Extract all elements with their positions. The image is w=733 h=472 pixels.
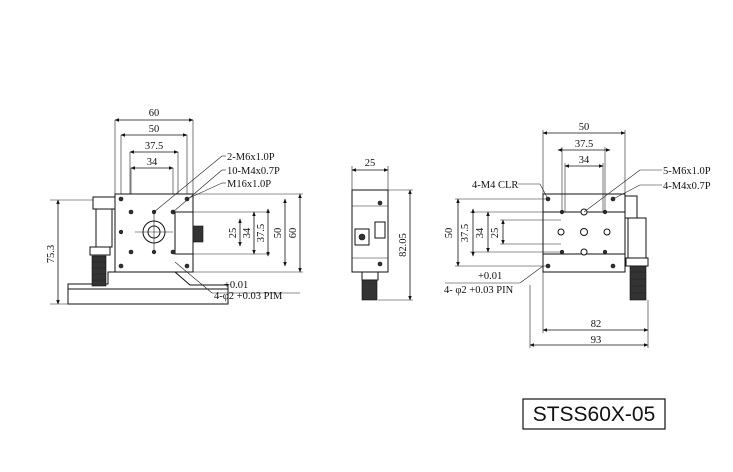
dim-top-37-5: 37.5 bbox=[145, 141, 163, 152]
model-label: STSS60X-05 bbox=[522, 398, 666, 430]
right-micrometer bbox=[629, 265, 647, 301]
callout-m4: 10-M4x0.7P bbox=[227, 166, 280, 177]
pin-callout: 4-φ2 +0.03 PIM bbox=[214, 291, 283, 302]
dim-right-50: 50 bbox=[273, 228, 284, 239]
lock-knob bbox=[192, 225, 204, 243]
right-dim-top-37-5: 37.5 bbox=[575, 139, 593, 150]
right-dim-left-25: 25 bbox=[490, 228, 501, 239]
right-dim-bottom-93: 93 bbox=[591, 335, 602, 346]
side-view: 25 82.05 bbox=[351, 158, 413, 301]
right-pin-callout: 4- φ2 +0.03 PIN bbox=[444, 285, 514, 296]
right-dim-bottom-82: 82 bbox=[591, 319, 602, 330]
right-dim-top-50: 50 bbox=[579, 122, 590, 133]
right-dim-left-34: 34 bbox=[475, 227, 486, 238]
callout-m16: M16x1.0P bbox=[227, 179, 271, 190]
dim-right-60: 60 bbox=[288, 228, 299, 239]
front-view: 60 50 37.5 34 bbox=[46, 108, 303, 305]
dim-top-34: 34 bbox=[147, 157, 158, 168]
dim-top-60: 60 bbox=[149, 108, 160, 119]
pin-tolerance-upper: +0.01 bbox=[224, 280, 248, 291]
callout-m6: 2-M6x1.0P bbox=[227, 152, 275, 163]
callout-4-m4: 4-M4x0.7P bbox=[663, 181, 711, 192]
dim-left-75-3: 75.3 bbox=[46, 245, 57, 263]
base-plate bbox=[67, 288, 229, 305]
dim-right-37-5: 37.5 bbox=[256, 224, 267, 242]
side-dim-25: 25 bbox=[365, 158, 376, 169]
side-dim-82-05: 82.05 bbox=[398, 233, 409, 257]
callout-5-m6: 5-M6x1.0P bbox=[663, 166, 711, 177]
right-view: 50 37.5 34 50 37.5 34 25 82 93 4-M4 CLR bbox=[444, 122, 711, 348]
model-number: STSS60X-05 bbox=[533, 403, 656, 426]
right-dim-left-37-5: 37.5 bbox=[460, 224, 471, 242]
dim-top-50: 50 bbox=[149, 124, 160, 135]
right-dim-top-34: 34 bbox=[579, 155, 590, 166]
right-pin-tolerance-upper: +0.01 bbox=[478, 271, 502, 282]
dim-right-34: 34 bbox=[242, 227, 253, 238]
side-micrometer bbox=[361, 279, 378, 301]
callout-m4-clr: 4-M4 CLR bbox=[472, 180, 518, 191]
right-dim-left-50: 50 bbox=[444, 228, 455, 239]
mounting-holes bbox=[118, 196, 190, 269]
dim-right-25: 25 bbox=[228, 228, 239, 239]
micrometer-drum bbox=[91, 255, 107, 287]
